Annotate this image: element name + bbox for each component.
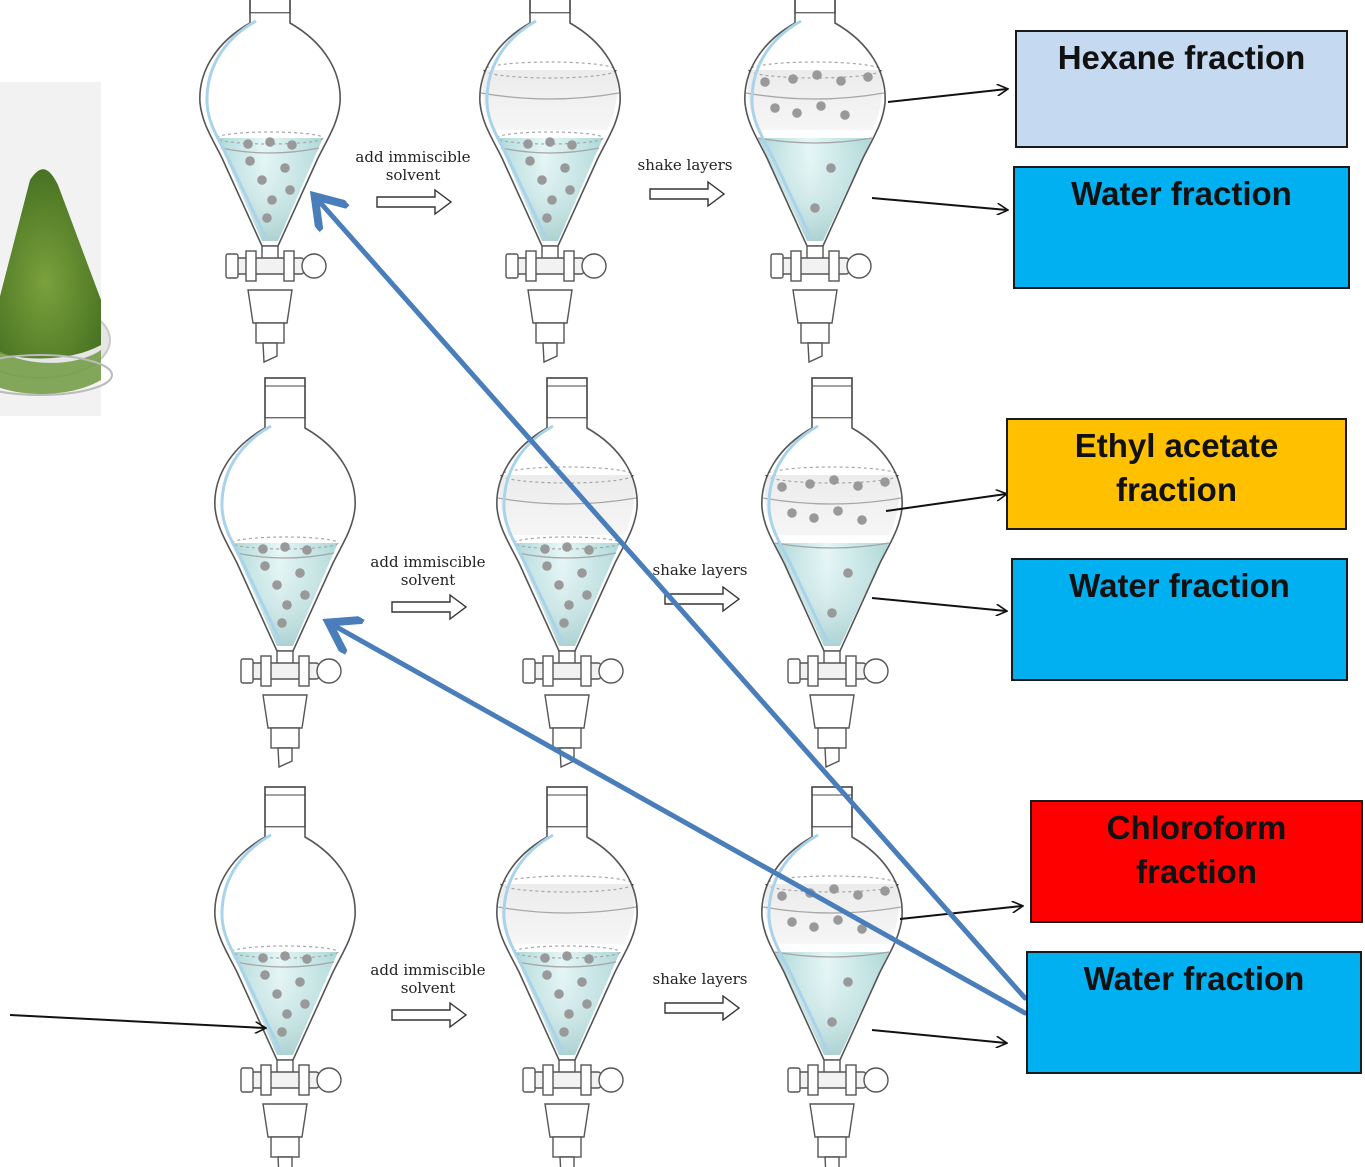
add-solvent-label-row2-line2: solvent	[401, 571, 456, 589]
hollow-arrow-icon	[391, 1002, 467, 1028]
add-solvent-label-row3-line1: add immiscible	[370, 961, 485, 979]
hollow-arrow-icon	[376, 189, 452, 215]
funnel-row1-start	[198, 0, 342, 363]
funnel-row3-added	[495, 785, 639, 1167]
shake-label-row1: shake layers	[638, 156, 733, 174]
blue-arrow-icon	[333, 625, 1028, 1016]
green-powder-dish-icon	[0, 82, 113, 416]
chloroform-label-line1: Chloroform	[1106, 809, 1287, 846]
funnel-row2-added	[495, 376, 639, 768]
funnel-row3-start	[213, 785, 357, 1167]
ethyl-acetate-label-line1: Ethyl acetate	[1074, 427, 1279, 464]
water-fraction-label-2: Water fraction	[1069, 567, 1290, 604]
pointer-arrow-hexane	[887, 89, 1007, 103]
shake-label-row3: shake layers	[653, 970, 748, 988]
funnel-row2-shaken	[760, 376, 904, 768]
water-fraction-box-1: Water fraction	[1013, 166, 1350, 289]
ethyl-acetate-fraction-box: Ethyl acetate fraction	[1006, 418, 1347, 530]
blue-arrow-icon	[318, 200, 1028, 1001]
hexane-fraction-box: Hexane fraction	[1015, 30, 1348, 148]
ethyl-acetate-label-line2: fraction	[1115, 471, 1237, 508]
water-fraction-box-2: Water fraction	[1011, 558, 1348, 681]
pointer-arrow-water-3	[871, 1029, 1006, 1043]
pointer-arrow-water-2	[871, 597, 1006, 611]
pointer-arrow-ethyl-acetate	[885, 494, 1006, 512]
add-solvent-label-row1-line1: add immiscible	[355, 148, 470, 166]
funnel-row2-start	[213, 376, 357, 768]
funnel-row3-shaken	[760, 785, 904, 1167]
water-fraction-label-3: Water fraction	[1083, 960, 1305, 997]
shake-label-row2: shake layers	[653, 561, 748, 579]
water-fraction-box-3: Water fraction	[1026, 951, 1362, 1074]
input-pointer-arrow	[9, 1014, 265, 1028]
add-solvent-label-row2-line1: add immiscible	[370, 553, 485, 571]
hollow-arrow-icon	[391, 594, 467, 620]
hollow-arrow-icon	[649, 181, 725, 207]
add-solvent-label-row1-line2: solvent	[386, 166, 441, 184]
hexane-fraction-label: Hexane fraction	[1057, 39, 1306, 76]
add-solvent-label-row3-line2: solvent	[401, 979, 456, 997]
funnel-row1-added	[478, 0, 622, 363]
chloroform-label-line2: fraction	[1135, 853, 1257, 890]
water-fraction-label-1: Water fraction	[1071, 175, 1292, 212]
pointer-arrow-water-1	[871, 197, 1007, 210]
hollow-arrow-icon	[664, 995, 740, 1021]
chloroform-fraction-box: Chloroform fraction	[1030, 800, 1363, 923]
funnel-row1-shaken	[743, 0, 887, 363]
pointer-arrow-chloroform	[899, 906, 1022, 920]
